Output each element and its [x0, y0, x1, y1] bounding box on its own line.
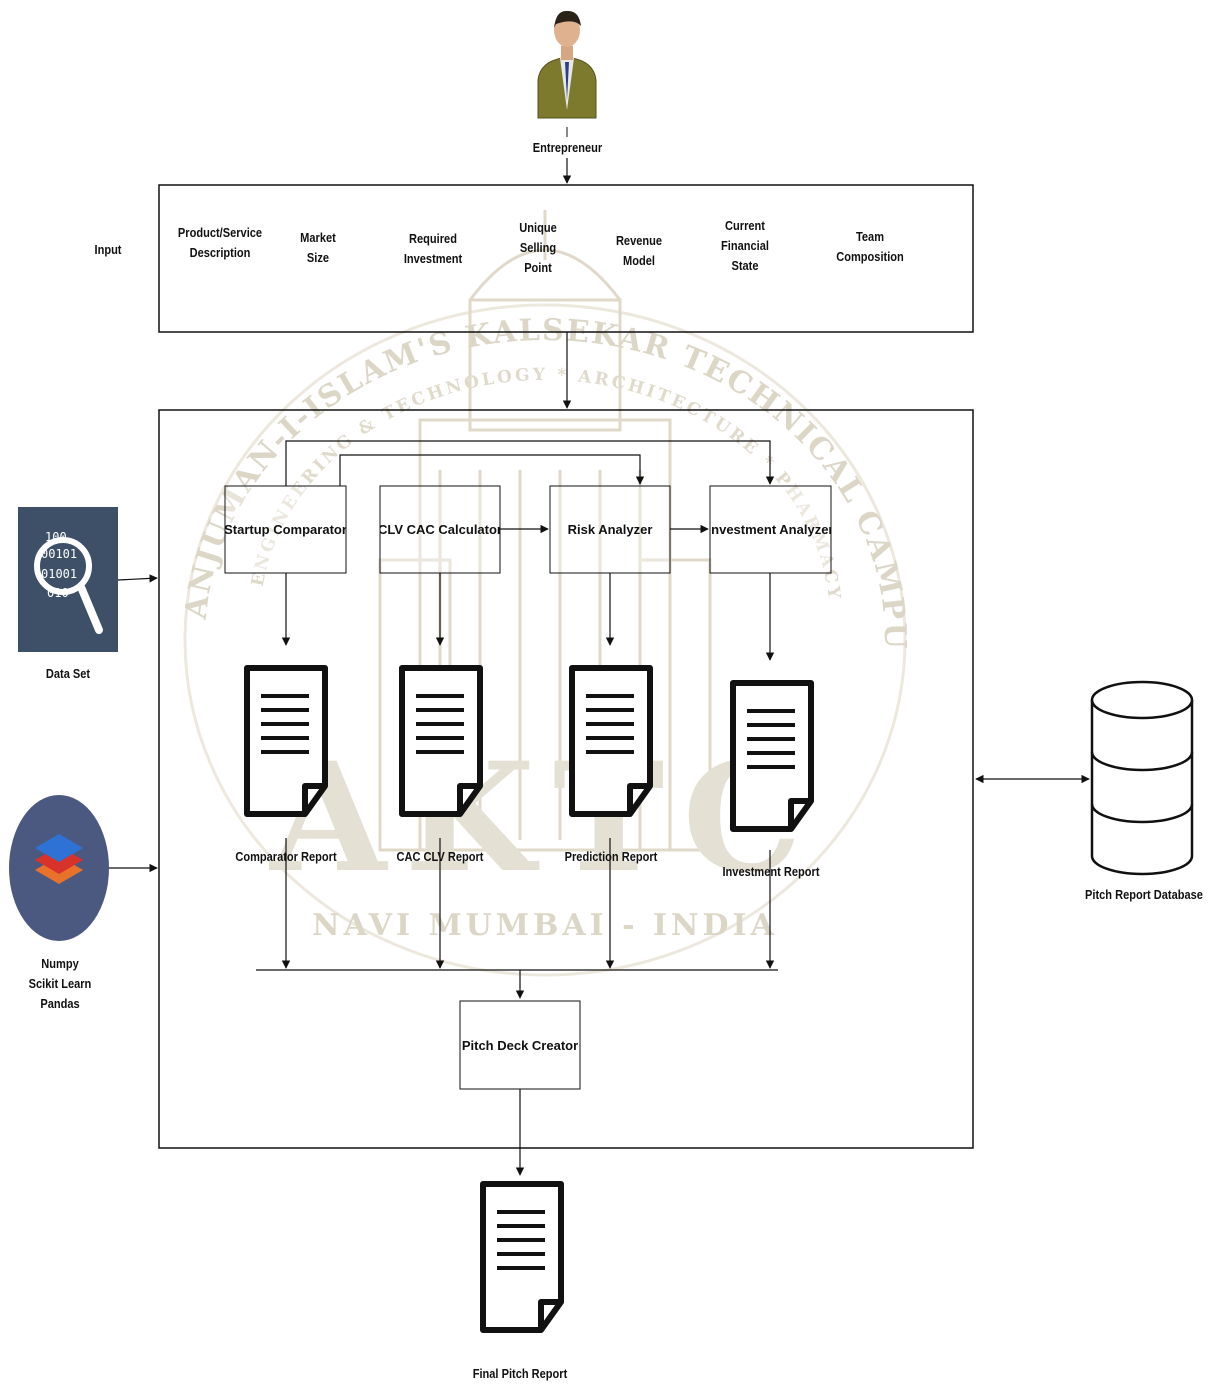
risk-analyzer-box[interactable] [549, 485, 671, 574]
input-section-label: Input [94, 242, 122, 257]
report-connectors [256, 838, 778, 999]
startup-comparator-box[interactable] [224, 485, 347, 574]
cac-clv-report-label: CAC CLV Report [396, 849, 484, 864]
input-field-required-investment: Required Investment [403, 231, 463, 267]
pitch-deck-creator-label: Pitch Deck Creator [461, 1037, 579, 1053]
investment-analyzer-label: Investment Analyzer [710, 522, 831, 537]
data-search-icon: 100 00101 01001 010 [18, 507, 118, 652]
input-field-revenue-model: Revenue Model [615, 233, 663, 269]
arrow-dataset-to-system [117, 574, 158, 583]
svg-text:01001: 01001 [41, 567, 77, 581]
startup-comparator-label: Startup Comparator [225, 522, 346, 537]
system-box [158, 409, 974, 1149]
cac-clv-report-icon [402, 668, 480, 814]
person-icon [537, 10, 597, 119]
svg-text:00101: 00101 [41, 547, 77, 561]
investment-report-label: Investment Report [722, 864, 820, 879]
input-box [158, 184, 974, 333]
watermark-building-icon [378, 210, 712, 852]
input-field-market-size: Market Size [300, 230, 336, 266]
investment-report-icon [733, 683, 811, 829]
input-field-product: Product/Service Description [177, 225, 263, 261]
risk-analyzer-label: Risk Analyzer [567, 522, 653, 537]
entrepreneur-label: Entrepreneur [532, 140, 603, 155]
watermark-bottom: NAVI MUMBAI - INDIA [312, 908, 778, 943]
libraries-label: Numpy Scikit Learn Pandas [28, 956, 92, 1012]
input-field-usp: Unique Selling Point [519, 220, 557, 276]
final-pitch-report-icon [483, 1184, 561, 1330]
comparator-report-icon [247, 668, 325, 814]
comparator-report-label: Comparator Report [235, 849, 337, 864]
prediction-report-label: Prediction Report [564, 849, 658, 864]
data-set-label: Data Set [45, 666, 91, 681]
module-connectors [281, 440, 775, 661]
pitch-deck-creator-box[interactable] [459, 1000, 581, 1090]
final-pitch-report-label: Final Pitch Report [472, 1366, 568, 1381]
input-field-team-composition: Team Composition [836, 229, 904, 265]
prediction-report-icon [572, 668, 650, 814]
database-label: Pitch Report Database [1085, 887, 1203, 902]
investment-analyzer-box[interactable] [709, 485, 832, 574]
database-icon [1090, 680, 1194, 876]
clv-cac-calculator-label: CLV CAC Calculator [380, 522, 500, 537]
layers-icon [9, 795, 109, 941]
watermark-logo: AKTC [268, 730, 820, 906]
input-field-financial-state: Current Financial State [721, 218, 769, 274]
